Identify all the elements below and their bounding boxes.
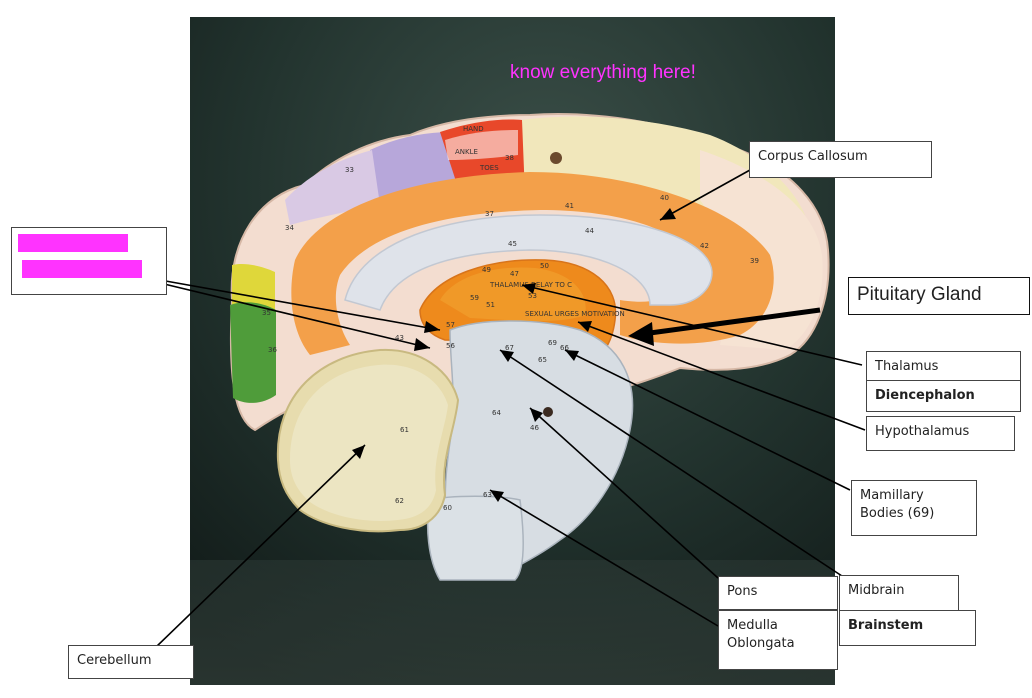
model-num-45: 45 xyxy=(508,240,517,248)
model-num-41: 41 xyxy=(565,202,574,210)
model-num-40: 40 xyxy=(660,194,669,202)
cerebellum-inner xyxy=(290,364,448,521)
pointer-hypothalamus xyxy=(577,321,866,431)
label-mamillary-bodies: Mamillary Bodies (69) xyxy=(851,480,977,536)
arrowhead-hypothalamus xyxy=(578,321,592,332)
model-text-toes: TOES xyxy=(479,164,499,172)
model-text-hand: HAND xyxy=(463,125,484,133)
model-num-44: 44 xyxy=(585,227,594,235)
model-num-59: 59 xyxy=(470,294,479,302)
arrowhead-unknown-bottom xyxy=(414,338,430,351)
model-num-63: 63 xyxy=(483,491,492,499)
label-thalamus: Thalamus xyxy=(866,351,1021,381)
model-peg-hole xyxy=(550,152,562,164)
model-num-66: 66 xyxy=(560,344,569,352)
thalamus-shape xyxy=(440,267,586,322)
headline-note: know everything here! xyxy=(510,62,696,83)
model-num-42: 42 xyxy=(700,242,709,250)
model-num-38: 38 xyxy=(505,154,514,162)
lilac-gyrus xyxy=(285,150,380,225)
arrowhead-medulla xyxy=(490,490,504,502)
model-num-39: 39 xyxy=(750,257,759,265)
pointer-cerebellum xyxy=(154,444,366,649)
label-pons: Pons xyxy=(718,576,838,610)
arrowhead-cerebellum xyxy=(352,445,365,459)
model-num-61: 61 xyxy=(400,426,409,434)
arrowhead-midbrain xyxy=(500,350,514,362)
pointer-pons xyxy=(529,407,719,579)
arrowhead-corpus-callosum xyxy=(660,208,676,220)
label-midbrain: Midbrain xyxy=(839,575,959,611)
model-num-67: 67 xyxy=(505,344,514,352)
model-num-60: 60 xyxy=(443,504,452,512)
green-gyrus xyxy=(230,302,276,403)
model-num-33: 33 xyxy=(345,166,354,174)
label-cerebellum: Cerebellum xyxy=(68,645,194,679)
model-num-50: 50 xyxy=(540,262,549,270)
pointer-unknown-bottom xyxy=(159,282,431,349)
model-num-47: 47 xyxy=(510,270,519,278)
model-num-36: 36 xyxy=(268,346,277,354)
model-num-34: 34 xyxy=(285,224,294,232)
model-num-62: 62 xyxy=(395,497,404,505)
model-num-64: 64 xyxy=(492,409,501,417)
medulla-shape xyxy=(426,495,525,581)
model-num-37: 37 xyxy=(485,210,494,218)
cingulate-band xyxy=(291,172,774,355)
model-text-sensory: SEXUAL URGES MOTIVATION xyxy=(525,310,625,318)
model-num-35: 35 xyxy=(262,309,271,317)
redaction-bar-bottom xyxy=(22,260,142,278)
arrowhead-thalamus xyxy=(522,283,536,294)
model-num-56: 56 xyxy=(446,342,455,350)
pointer-unknown-top xyxy=(159,279,441,331)
label-medulla-oblongata: Medulla Oblongata xyxy=(718,610,838,670)
pointer-mamillary xyxy=(564,349,851,491)
label-corpus-callosum: Corpus Callosum xyxy=(749,141,932,178)
label-unknown-redacted xyxy=(11,227,167,295)
model-num-53: 53 xyxy=(528,292,537,300)
label-hypothalamus: Hypothalamus xyxy=(866,416,1015,451)
model-peg-hole-2 xyxy=(543,407,553,417)
model-num-69: 69 xyxy=(548,339,557,347)
pointer-corpus-callosum xyxy=(659,169,751,221)
pointer-midbrain xyxy=(499,349,846,579)
pointer-pituitary xyxy=(634,307,821,338)
label-diencephalon: Diencephalon xyxy=(866,380,1021,412)
arrowhead-unknown-top xyxy=(424,321,440,333)
model-num-46: 46 xyxy=(530,424,539,432)
model-num-43: 43 xyxy=(395,334,404,342)
model-num-51: 51 xyxy=(486,301,495,309)
label-brainstem: Brainstem xyxy=(839,610,976,646)
pointer-medulla xyxy=(489,489,719,627)
arrowhead-mamillary xyxy=(565,350,579,361)
arrowhead-pons xyxy=(530,408,543,422)
arrowhead-pituitary xyxy=(628,322,654,346)
model-num-65: 65 xyxy=(538,356,547,364)
model-text-ankle: ANKLE xyxy=(455,148,478,156)
model-num-49: 49 xyxy=(482,266,491,274)
model-num-57: 57 xyxy=(446,321,455,329)
motor-strip-highlight xyxy=(445,130,518,160)
corpus-callosum-shape xyxy=(344,214,713,311)
label-pituitary-gland: Pituitary Gland xyxy=(848,277,1030,315)
redaction-bar-top xyxy=(18,234,128,252)
